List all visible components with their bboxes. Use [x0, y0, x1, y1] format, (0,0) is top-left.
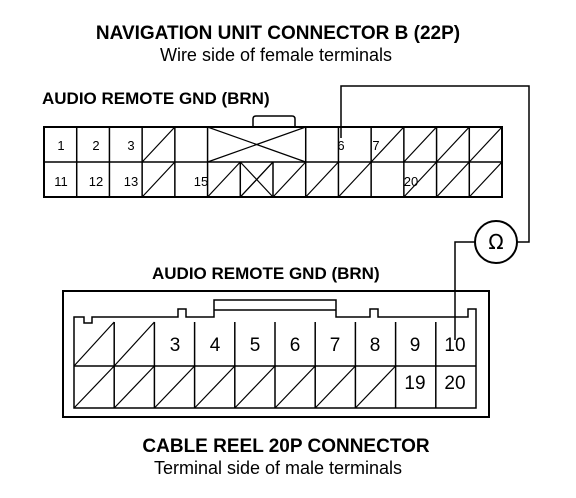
cr-blank-diagonal: [314, 365, 356, 409]
cb-blank-diagonal: [468, 161, 503, 198]
cb-blank-diagonal: [272, 161, 307, 198]
cb-blank-diagonal: [403, 126, 438, 163]
cb-pin-1: 1: [57, 138, 64, 153]
cb-pin-11: 11: [54, 174, 68, 189]
cb-pin-3: 3: [127, 138, 134, 153]
cb-pin-6: 6: [337, 138, 344, 153]
cb-blank-diagonal: [436, 126, 470, 163]
cr-pin-7: 7: [330, 335, 341, 356]
cb-blank-diagonal: [305, 161, 339, 198]
cr-pin-5: 5: [250, 335, 261, 356]
cr-pin-8: 8: [370, 335, 381, 356]
cb-blank-diagonal: [468, 126, 503, 163]
ohmmeter-symbol: Ω: [488, 230, 503, 254]
cb-blank-diagonal: [141, 161, 176, 198]
cr-blank-diagonal: [153, 365, 196, 409]
cr-blank-diagonal: [73, 321, 115, 367]
cb-pin-7: 7: [372, 138, 379, 153]
cr-blank-diagonal: [274, 365, 316, 409]
test-lead-cable-reel: [454, 241, 475, 340]
cable-reel-pins: 3 4 5 6 7 8 9 10 19 20: [170, 335, 466, 394]
cb-pin-15: 15: [194, 174, 208, 189]
cr-pin-6: 6: [290, 335, 301, 356]
cr-blank-diagonal: [194, 365, 236, 409]
cb-blank-diagonal: [141, 126, 176, 163]
connector-b-wire-label: AUDIO REMOTE GND (BRN): [42, 89, 270, 108]
connector-b: 1 2 3 6 7 11 12 13 15 20: [43, 115, 503, 198]
cr-blank-diagonal: [113, 321, 155, 367]
cb-blank-diagonal: [436, 161, 470, 198]
cb-pin-20: 20: [404, 174, 418, 189]
connector-b-blank-cavities: [141, 126, 503, 198]
cable-reel-outer-body: [62, 290, 490, 418]
cb-pin-2: 2: [92, 138, 99, 153]
cb-latch-cross: [207, 126, 306, 163]
cb-pin-12: 12: [89, 174, 103, 189]
cr-pin-19: 19: [404, 373, 425, 394]
cb-blank-diagonal: [370, 126, 405, 163]
cr-pin-3: 3: [170, 335, 181, 356]
cr-blank-diagonal: [234, 365, 276, 409]
cable-reel-shroud: [73, 299, 477, 409]
cable-reel-blank-cavities: [73, 321, 397, 409]
connector-b-pins: 1 2 3 6 7 11 12 13 15 20: [54, 138, 418, 189]
cable-reel-subtitle: Terminal side of male terminals: [154, 458, 402, 478]
cb-blank-diagonal: [207, 161, 241, 198]
connector-b-subtitle: Wire side of female terminals: [160, 45, 392, 65]
cb-cavity-cross: [239, 161, 274, 198]
cr-pin-10: 10: [444, 335, 465, 356]
cable-reel-title: CABLE REEL 20P CONNECTOR: [142, 436, 429, 457]
cr-pin-20: 20: [444, 373, 465, 394]
connector-b-latch: [252, 115, 296, 127]
cable-reel-wire-label: AUDIO REMOTE GND (BRN): [152, 264, 380, 283]
cr-blank-diagonal: [113, 365, 155, 409]
cable-reel-connector: 3 4 5 6 7 8 9 10 19 20: [62, 290, 490, 418]
cb-blank-diagonal: [337, 161, 372, 198]
cr-blank-diagonal: [354, 365, 397, 409]
ohmmeter-icon: Ω: [474, 220, 518, 264]
cr-pin-9: 9: [410, 335, 421, 356]
cb-blank-diagonal: [403, 161, 438, 198]
cr-blank-diagonal: [73, 365, 115, 409]
cb-pin-13: 13: [124, 174, 138, 189]
cr-pin-4: 4: [210, 335, 221, 356]
connector-b-title: NAVIGATION UNIT CONNECTOR B (22P): [96, 23, 460, 44]
test-lead-connector-b: [340, 85, 530, 243]
